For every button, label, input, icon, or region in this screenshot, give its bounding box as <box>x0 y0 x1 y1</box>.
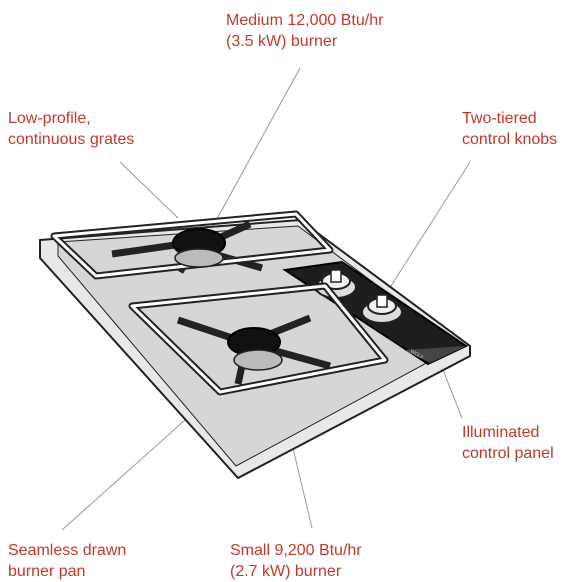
callout-small-burner-line2: (2.7 kW) burner <box>230 561 362 582</box>
leader-grates <box>120 162 178 218</box>
callout-panel-line1: Illuminated <box>462 422 554 443</box>
callout-grates: Low-profile, continuous grates <box>8 108 134 150</box>
callout-grates-line2: continuous grates <box>8 129 134 150</box>
callout-knobs-line1: Two-tiered <box>462 108 557 129</box>
callout-small-burner-line1: Small 9,200 Btu/hr <box>230 540 362 561</box>
callout-medium-burner-line2: (3.5 kW) burner <box>226 31 383 52</box>
callout-burner-pan-line2: burner pan <box>8 561 126 582</box>
small-burner-base <box>234 350 282 370</box>
leader-medium-burner <box>212 68 300 228</box>
callout-knobs: Two-tiered control knobs <box>462 108 557 150</box>
callout-burner-pan: Seamless drawn burner pan <box>8 540 126 582</box>
callout-medium-burner-line1: Medium 12,000 Btu/hr <box>226 10 383 31</box>
callout-small-burner: Small 9,200 Btu/hr (2.7 kW) burner <box>230 540 362 582</box>
callout-grates-line1: Low-profile, <box>8 108 134 129</box>
leader-burner-pan <box>62 420 185 530</box>
callout-medium-burner: Medium 12,000 Btu/hr (3.5 kW) burner <box>226 10 383 52</box>
callout-panel: Illuminated control panel <box>462 422 554 464</box>
leader-knobs <box>382 162 470 300</box>
callout-knobs-line2: control knobs <box>462 129 557 150</box>
callout-panel-line2: control panel <box>462 443 554 464</box>
callout-burner-pan-line1: Seamless drawn <box>8 540 126 561</box>
medium-burner-base <box>175 249 223 267</box>
